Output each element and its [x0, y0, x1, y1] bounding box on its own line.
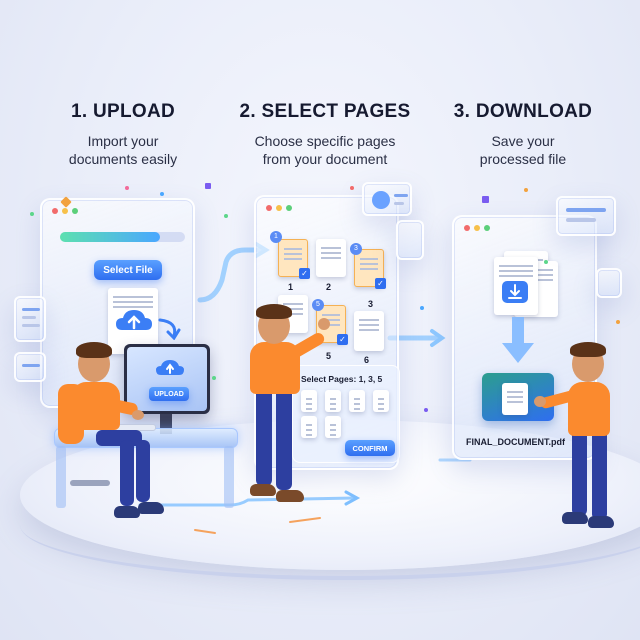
confirm-button[interactable]: CONFIRM — [345, 440, 395, 456]
person3-leg-right — [592, 430, 607, 520]
person1-thigh — [96, 430, 142, 446]
download-icon — [502, 281, 528, 303]
confetti-piece — [616, 320, 620, 324]
person3-shoe-left — [562, 512, 588, 524]
person2-shoe-right — [276, 490, 304, 502]
person1-shoe-2 — [138, 502, 164, 514]
confetti-piece — [160, 192, 164, 196]
step-1-desc-line1: Import your — [87, 133, 159, 149]
page-thumbnail-3[interactable]: ✓ — [354, 249, 386, 289]
person3-torso — [568, 382, 610, 436]
person1-shoe — [114, 506, 140, 518]
selection-badge-3: 3 — [350, 243, 362, 255]
page-number-6: 6 — [364, 355, 370, 365]
cloud-upload-icon — [116, 310, 152, 330]
chair-base — [70, 480, 110, 486]
person2-shoe-left — [250, 484, 276, 496]
stage-platform-edge — [20, 470, 640, 580]
confetti-piece — [212, 376, 216, 380]
step-2-desc-line1: Choose specific pages — [254, 133, 396, 149]
desk-leg-left — [56, 446, 66, 508]
step-3-description: Save your processed file — [423, 132, 623, 168]
step-3-desc-line2: processed file — [479, 151, 567, 167]
person3-leg-left — [572, 430, 587, 516]
folder-icon — [482, 373, 554, 421]
person1-shin-2 — [136, 440, 150, 502]
mini-page-1[interactable] — [301, 390, 317, 412]
confetti-piece — [125, 186, 129, 190]
side-card-left-2 — [14, 352, 46, 382]
side-card-left — [14, 296, 46, 342]
confetti-piece — [524, 188, 528, 192]
side-card-mid — [396, 220, 424, 260]
side-card-right-2 — [596, 268, 622, 298]
page-number-5: 5 — [326, 351, 332, 361]
mini-page-2[interactable] — [325, 390, 341, 412]
monitor-cloud-icon — [156, 360, 184, 375]
mini-page-4[interactable] — [373, 390, 389, 412]
confetti-piece — [544, 260, 548, 264]
desk-leg-right — [224, 446, 234, 508]
desk-monitor: UPLOAD — [124, 344, 210, 414]
page-number-2: 2 — [326, 282, 332, 292]
confetti-piece — [205, 183, 211, 189]
person1-hair — [76, 342, 112, 358]
curved-arrow-icon — [158, 318, 181, 340]
person1-hand — [132, 410, 144, 420]
page-thumbnail-2[interactable] — [316, 239, 346, 277]
mini-page-3[interactable] — [349, 390, 365, 412]
person2-leg-right — [276, 386, 292, 490]
mini-page-5[interactable] — [301, 416, 317, 438]
avatar-icon — [372, 191, 390, 209]
page-number-3: 3 — [368, 299, 374, 309]
user-profile-card — [362, 182, 412, 216]
step-3-desc-line1: Save your — [491, 133, 555, 149]
person3-hand — [534, 396, 546, 407]
confetti-piece — [30, 212, 34, 216]
folder-document — [502, 383, 528, 415]
person2-hair — [256, 304, 292, 319]
upload-progress-track — [60, 232, 185, 242]
confetti-piece — [424, 408, 428, 412]
upload-button[interactable]: UPLOAD — [149, 387, 189, 401]
selection-badge-5: 5 — [312, 299, 324, 311]
person2-leg-left — [256, 386, 272, 486]
select-file-button[interactable]: Select File — [94, 260, 162, 280]
page-thumbnail-6[interactable] — [354, 311, 384, 351]
confetti-piece — [482, 196, 489, 203]
step-3-title: 3. DOWNLOAD — [453, 101, 593, 122]
select-pages-label: Select Pages: 1, 3, 5 — [301, 374, 383, 384]
download-panel: FINAL_DOCUMENT.pdf — [452, 215, 597, 460]
page-number-1: 1 — [288, 282, 294, 292]
step-1-title: 1. UPLOAD — [70, 101, 176, 122]
select-pages-form: Select Pages: 1, 3, 5 CONFIRM — [292, 365, 400, 463]
step-2-description: Choose specific pages from your document — [225, 132, 425, 168]
window-controls — [464, 225, 490, 231]
monitor-screen: UPLOAD — [127, 347, 207, 411]
download-arrow-icon — [502, 317, 534, 363]
window-controls — [266, 205, 292, 211]
step-2-title: 2. SELECT PAGES — [239, 101, 411, 122]
person3-hair — [570, 342, 606, 357]
confetti-piece — [224, 214, 228, 218]
step-2-desc-line2: from your document — [262, 151, 388, 167]
page-thumbnail-1[interactable]: ✓ — [278, 239, 310, 279]
confetti-piece — [420, 306, 424, 310]
window-controls — [52, 208, 78, 214]
confetti-piece — [350, 186, 354, 190]
person3-shoe-right — [588, 516, 614, 528]
page-selector-grid — [301, 390, 393, 424]
upload-progress-fill — [60, 232, 160, 242]
person2-hand — [318, 318, 330, 330]
step-1-desc-line2: documents easily — [68, 151, 178, 167]
page-selector-grid-2 — [301, 416, 393, 442]
mini-page-6[interactable] — [325, 416, 341, 438]
side-card-right — [556, 196, 616, 236]
selection-badge-1: 1 — [270, 231, 282, 243]
final-filename: FINAL_DOCUMENT.pdf — [466, 437, 565, 447]
person1-shin — [120, 440, 134, 506]
step-1-description: Import your documents easily — [23, 132, 223, 168]
